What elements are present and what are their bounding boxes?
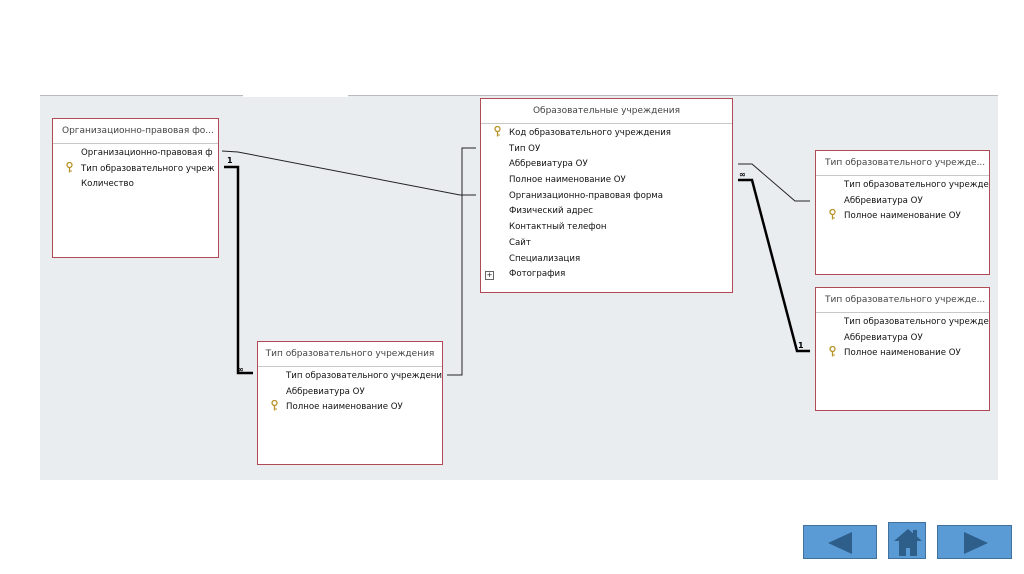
field-row[interactable]: Организационно-правовая ф [53,146,218,162]
home-icon [894,529,922,556]
field-name: Аббревиатура ОУ [844,195,923,206]
field-row[interactable]: Полное наименование ОУ [816,209,989,225]
table-title[interactable]: Тип образовательного учрежде... [816,288,989,313]
field-row[interactable]: Специализация [481,252,732,268]
next-button[interactable] [937,525,1012,559]
table-title[interactable]: Образовательные учреждения [481,99,732,124]
field-name: Тип ОУ [509,143,541,154]
relation-line-enforced [738,178,810,353]
table-title[interactable]: Тип образовательного учрежде... [816,151,989,176]
field-name: Тип образовательного учреждения [286,371,443,381]
primary-key-icon [829,346,836,364]
canvas-gap [243,94,348,97]
field-name: Физический адрес [509,206,593,217]
field-row[interactable]: Организационно-правовая форма [481,189,732,205]
field-row[interactable]: Тип ОУ [481,142,732,158]
field-row[interactable]: Тип образовательного учреждения [258,369,442,385]
primary-key-icon [66,161,73,180]
field-row[interactable]: Аббревиатура ОУ [481,157,732,173]
field-name: Организационно-правовая ф [81,148,213,158]
field-name: Код образовательного учреждения [509,128,671,138]
field-row[interactable]: + Фотография [481,267,732,283]
field-row[interactable]: Аббревиатура ОУ [816,331,989,347]
primary-key-icon [271,400,278,418]
expand-icon[interactable]: + [485,271,494,281]
field-row[interactable]: Тип образовательного учрежде [816,315,989,331]
many-label: ∞ [739,170,746,179]
field-name: Сайт [509,237,531,248]
field-row[interactable]: Количество [53,177,218,193]
table-title[interactable]: Тип образовательного учреждения [258,342,442,367]
many-label: ∞ [237,365,244,374]
field-row[interactable]: Аббревиатура ОУ [258,385,442,401]
table-org-form[interactable]: Организационно-правовая фо... Организацио… [52,118,219,258]
table-title[interactable]: Организационно-правовая фо... [53,119,218,144]
prev-button[interactable] [803,525,877,559]
field-row[interactable]: Тип образовательного учреж [53,161,218,180]
home-button[interactable] [888,522,926,559]
arrow-right-icon [964,532,988,554]
field-name: Количество [81,179,134,190]
field-row[interactable]: Аббревиатура ОУ [816,194,989,210]
field-name: Аббревиатура ОУ [286,386,365,397]
field-name: Фотография [509,269,566,280]
field-name: Аббревиатура ОУ [509,159,588,170]
field-row[interactable]: Тип образовательного учрежде [816,178,989,194]
field-row[interactable]: Физический адрес [481,204,732,220]
field-name: Организационно-правовая форма [509,190,664,201]
field-row[interactable]: Сайт [481,236,732,252]
table-institution-type-2[interactable]: Тип образовательного учрежде... Тип образ… [815,287,990,411]
field-name: Контактный телефон [509,222,607,233]
field-name: Тип образовательного учрежде [844,180,989,190]
field-name: Тип образовательного учреж [81,163,215,174]
field-name: Специализация [509,253,581,264]
relation-line [738,163,810,202]
field-name: Тип образовательного учрежде [844,317,989,327]
field-name: Полное наименование ОУ [286,402,403,413]
field-name: Полное наименование ОУ [509,175,626,186]
field-name: Полное наименование ОУ [844,211,961,222]
field-row[interactable]: Код образовательного учреждения [481,125,732,144]
field-row[interactable]: Контактный телефон [481,220,732,236]
relation-line-enforced [224,165,253,375]
one-label: 1 [798,341,804,350]
relation-line [447,147,476,376]
field-row[interactable]: Полное наименование ОУ [258,400,442,416]
field-name: Аббревиатура ОУ [844,332,923,343]
primary-key-icon [494,125,501,144]
field-row[interactable]: Полное наименование ОУ [481,173,732,189]
arrow-left-icon [828,532,852,554]
field-row[interactable]: Полное наименование ОУ [816,346,989,362]
field-name: Полное наименование ОУ [844,348,961,359]
table-institution-type-1[interactable]: Тип образовательного учрежде... Тип образ… [815,150,990,275]
one-label: 1 [227,156,233,165]
primary-key-icon [829,209,836,227]
relation-line [221,150,476,196]
